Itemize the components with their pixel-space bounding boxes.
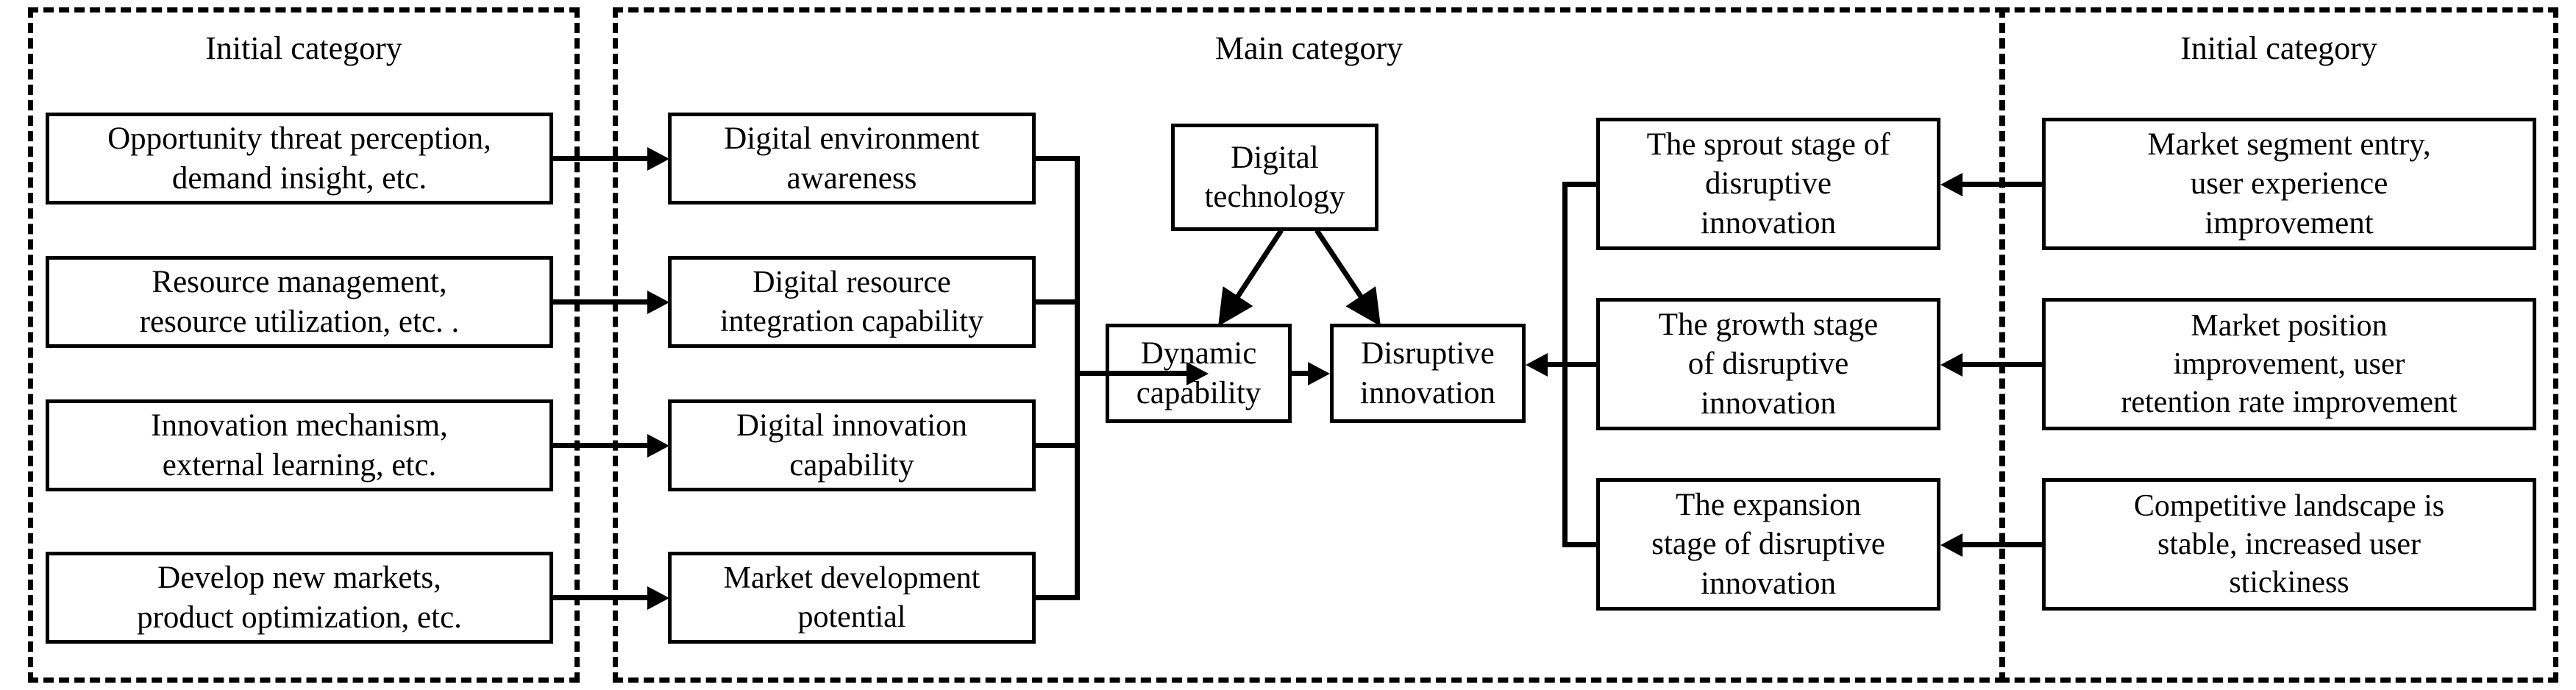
arrowhead-left-3: [647, 433, 669, 458]
box-line-1: The growth stage: [1658, 307, 1879, 343]
bus-out-to-dynamic-capability: [1075, 371, 1190, 376]
connector-left-1: [553, 156, 649, 161]
bus-stub-capability-3: [1036, 443, 1080, 448]
panel-initial-category-right: [1999, 7, 2558, 683]
core-box-digital-technology[interactable]: Digital technology: [1171, 124, 1378, 231]
arrowhead-left-2: [647, 290, 669, 314]
initial-category-box-4[interactable]: Develop new markets, product optimizatio…: [46, 552, 553, 644]
box-line-2: integration capability: [719, 304, 984, 338]
connector-right-2: [1963, 362, 2043, 367]
box-line-1: Resource management,: [152, 265, 447, 300]
box-line-1: Innovation mechanism,: [151, 408, 448, 444]
stage-box-expansion[interactable]: The expansion stage of disruptive innova…: [1596, 478, 1940, 611]
box-line-2: disruptive: [1705, 166, 1832, 202]
right-initial-category-box-1[interactable]: Market segment entry, user experience im…: [2042, 118, 2536, 250]
box-line-1: Develop new markets,: [157, 561, 441, 596]
box-line-1: Market development: [723, 561, 981, 596]
panel-title-right: Initial category: [2180, 30, 2377, 66]
box-line-3: improvement: [2205, 205, 2374, 241]
box-line-2: stage of disruptive: [1651, 527, 1885, 562]
arrowhead-right-3: [1940, 533, 1963, 557]
bus-stub-capability-1: [1036, 156, 1080, 161]
box-line-2: improvement, user: [2173, 346, 2405, 381]
capability-box-market-development-potential[interactable]: Market development potential: [668, 552, 1036, 644]
box-line-2: awareness: [786, 160, 917, 196]
box-line-2: user experience: [2190, 166, 2388, 202]
box-line-2: of disruptive: [1687, 346, 1849, 382]
box-line-1: The sprout stage of: [1646, 127, 1890, 163]
arrowhead-left-4: [647, 586, 669, 610]
panel-title-left: Initial category: [205, 30, 402, 66]
bus-stub-stage-3: [1562, 542, 1599, 547]
box-line-2: potential: [797, 600, 906, 634]
stage-box-growth[interactable]: The growth stage of disruptive innovatio…: [1596, 298, 1940, 430]
connector-left-4: [553, 595, 649, 600]
capability-box-digital-innovation-capability[interactable]: Digital innovation capability: [668, 399, 1036, 491]
box-line-1: The expansion: [1676, 488, 1861, 523]
box-line-1: Digital environment: [724, 121, 980, 157]
box-line-1: Competitive landscape is: [2133, 488, 2445, 523]
box-line-2: product optimization, etc.: [137, 600, 462, 635]
right-initial-category-box-3[interactable]: Competitive landscape is stable, increas…: [2042, 478, 2536, 611]
box-line-3: stickiness: [2229, 566, 2349, 600]
box-line-2: capability: [789, 447, 914, 483]
bus-stub-stage-2: [1562, 362, 1599, 367]
box-line-1: Digital innovation: [736, 408, 968, 444]
bus-stub-capability-4: [1036, 595, 1080, 600]
box-line-1: Opportunity threat perception,: [107, 121, 491, 157]
bus-out-to-disruptive-innovation: [1548, 362, 1568, 367]
bus-vertical-capabilities: [1075, 156, 1080, 600]
box-line-1: Digital resource: [752, 266, 951, 300]
connector-dynamic-to-disruptive: [1292, 371, 1312, 376]
box-line-3: innovation: [1701, 205, 1836, 241]
box-line-1: Market position: [2191, 308, 2388, 343]
box-line-3: retention rate improvement: [2121, 385, 2458, 420]
box-line-1: Market segment entry,: [2147, 127, 2431, 163]
arrowhead-into-disruptive-innovation-right: [1526, 352, 1548, 377]
stage-box-sprout[interactable]: The sprout stage of disruptive innovatio…: [1596, 118, 1940, 250]
bus-stub-capability-2: [1036, 299, 1080, 305]
capability-box-digital-environment-awareness[interactable]: Digital environment awareness: [668, 113, 1036, 204]
arrowhead-right-1: [1940, 172, 1963, 196]
bus-stub-stage-1: [1562, 182, 1599, 187]
box-line-2: stable, increased user: [2157, 527, 2421, 561]
capability-box-digital-resource-integration[interactable]: Digital resource integration capability: [668, 256, 1036, 348]
box-line-2: innovation: [1360, 375, 1495, 410]
box-line-2: technology: [1204, 179, 1345, 214]
connector-right-1: [1963, 182, 2043, 187]
connector-left-2: [553, 299, 649, 305]
box-line-1: Disruptive: [1361, 336, 1495, 371]
arrowhead-left-1: [647, 146, 669, 171]
initial-category-box-1[interactable]: Opportunity threat perception, demand in…: [46, 113, 553, 204]
panel-initial-category-left: [28, 7, 580, 683]
box-line-2: resource utilization, etc. .: [139, 304, 460, 339]
connector-right-3: [1963, 542, 2043, 547]
arrowhead-into-dynamic-capability: [1186, 361, 1209, 385]
connector-left-3: [553, 443, 649, 448]
box-line-3: innovation: [1701, 385, 1836, 421]
panel-title-main: Main category: [1214, 30, 1403, 66]
box-line-2: demand insight, etc.: [171, 160, 427, 196]
box-line-1: Digital: [1231, 140, 1319, 175]
box-line-2: external learning, etc.: [162, 447, 437, 483]
initial-category-box-2[interactable]: Resource management, resource utilizatio…: [46, 256, 553, 348]
right-initial-category-box-2[interactable]: Market position improvement, user retent…: [2042, 298, 2536, 430]
core-box-disruptive-innovation[interactable]: Disruptive innovation: [1330, 324, 1526, 423]
arrowhead-right-2: [1940, 352, 1963, 377]
diagonal-arrows-from-digital-technology: [1218, 229, 1381, 327]
box-line-3: innovation: [1701, 566, 1836, 601]
initial-category-box-3[interactable]: Innovation mechanism, external learning,…: [46, 399, 553, 491]
arrowhead-into-disruptive-innovation-left: [1308, 361, 1330, 385]
